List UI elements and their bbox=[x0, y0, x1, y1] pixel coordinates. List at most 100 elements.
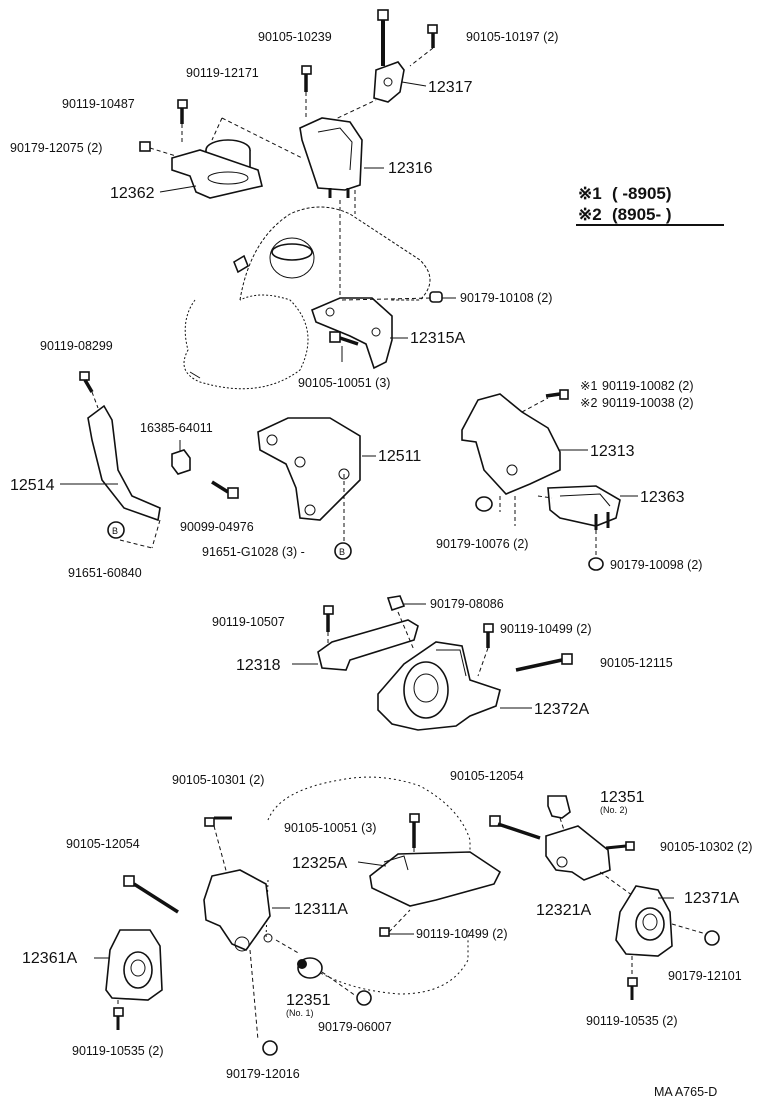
label-90105-10239: 90105-10239 bbox=[258, 30, 332, 44]
bolt-90119-10499-upper-drawing bbox=[477, 623, 494, 677]
label-90179-10098: 90179-10098 (2) bbox=[610, 558, 702, 572]
label-12316: 12316 bbox=[388, 160, 433, 177]
label-mark-2: ※2 bbox=[580, 396, 597, 410]
label-12315A: 12315A bbox=[410, 330, 465, 347]
bracket-12317-drawing bbox=[373, 61, 405, 103]
insulator-12363-drawing bbox=[537, 485, 638, 558]
bolt-90105-10239-drawing bbox=[377, 9, 389, 66]
label-90119-10499-lower: 90119-10499 (2) bbox=[416, 927, 508, 941]
label-90179-12075: 90179-12075 (2) bbox=[10, 141, 102, 155]
label-12318: 12318 bbox=[236, 657, 281, 674]
mount-12372A-drawing bbox=[377, 641, 532, 731]
bolt-90105-10197-drawing bbox=[409, 24, 438, 67]
label-12362: 12362 bbox=[110, 185, 155, 202]
nut-90179-10098-drawing bbox=[588, 557, 604, 571]
top-group bbox=[139, 9, 438, 300]
bolt-90119-10507-drawing bbox=[323, 605, 334, 648]
label-90119-10535-left: 90119-10535 (2) bbox=[72, 1044, 164, 1058]
label-90105-12054-right: 90105-12054 bbox=[450, 769, 524, 783]
label-90179-06007: 90179-06007 bbox=[318, 1020, 392, 1034]
label-12317: 12317 bbox=[428, 79, 473, 96]
nut-90179-12075-drawing bbox=[139, 141, 151, 152]
label-12361A: 12361A bbox=[22, 950, 77, 967]
part-number-labels: 90105-10239 90105-10197 (2) 90119-12171 … bbox=[10, 30, 752, 1081]
bracket-12315A-drawing bbox=[311, 291, 456, 370]
circle-b-right bbox=[334, 542, 352, 560]
label-90179-12101: 90179-12101 bbox=[668, 969, 742, 983]
legend-range-1: ( -8905) bbox=[612, 184, 672, 203]
label-90105-10302: 90105-10302 (2) bbox=[660, 840, 752, 854]
label-90119-08299: 90119-08299 bbox=[40, 339, 113, 353]
block-16385-64011-drawing bbox=[171, 449, 191, 475]
bolt-90119-12171-drawing bbox=[301, 65, 312, 118]
bracket-12511-drawing bbox=[257, 417, 376, 542]
nut-90179-06007-drawing bbox=[356, 990, 372, 1006]
label-90179-10076: 90179-10076 (2) bbox=[436, 537, 528, 551]
mount-12362-drawing bbox=[171, 117, 303, 199]
bolt-90099-04976-drawing bbox=[211, 480, 239, 499]
bracket-12316-drawing bbox=[299, 117, 363, 191]
bracket-12321A-drawing bbox=[545, 825, 637, 899]
label-90179-08086: 90179-08086 bbox=[430, 597, 504, 611]
circle-b-right-text: B bbox=[339, 547, 345, 557]
label-90099-04976: 90099-04976 bbox=[180, 520, 254, 534]
drawing-code: MA A765-D bbox=[654, 1085, 717, 1099]
label-91651-G1028: 91651-G1028 (3) - bbox=[202, 545, 305, 559]
nut-90179-08086-drawing bbox=[386, 595, 406, 612]
bolt-90119-10499-lower-drawing bbox=[379, 909, 414, 937]
nut-90179-10076-drawing bbox=[475, 496, 493, 512]
label-90105-10301: 90105-10301 (2) bbox=[172, 773, 264, 787]
label-12311A: 12311A bbox=[294, 901, 348, 918]
label-16385-64011: 16385-64011 bbox=[140, 421, 213, 435]
label-90105-12115: 90105-12115 bbox=[600, 656, 673, 670]
bolt-90105-10051-upper-drawing bbox=[329, 331, 359, 362]
label-90179-12016: 90179-12016 bbox=[226, 1067, 300, 1081]
bushing-12351-no1-drawing bbox=[297, 957, 357, 997]
transaxle-outline bbox=[183, 206, 431, 390]
label-12371A: 12371A bbox=[684, 890, 739, 907]
label-90105-10051-upper: 90105-10051 (3) bbox=[298, 376, 390, 390]
label-90119-10082: 90119-10082 (2) bbox=[602, 379, 694, 393]
circle-b-left bbox=[107, 521, 125, 539]
label-90119-10535-right: 90119-10535 (2) bbox=[586, 1014, 678, 1028]
bracket-12313-drawing bbox=[461, 393, 588, 526]
bolt-90105-12054-right-drawing bbox=[489, 815, 541, 840]
label-90119-12171: 90119-12171 bbox=[186, 66, 259, 80]
nut-90179-12016-drawing bbox=[262, 1040, 278, 1056]
bolt-90105-10301-drawing bbox=[204, 816, 232, 879]
bolt-90119-10082-drawing bbox=[545, 389, 569, 400]
label-12351-no2: 12351 bbox=[600, 789, 645, 806]
label-no1: (No. 1) bbox=[286, 1008, 314, 1018]
rod-12514-drawing bbox=[87, 404, 161, 522]
label-90119-10499-upper: 90119-10499 (2) bbox=[500, 622, 592, 636]
label-12372A: 12372A bbox=[534, 701, 589, 718]
label-90119-10507: 90119-10507 bbox=[212, 615, 285, 629]
label-90119-10038: 90119-10038 (2) bbox=[602, 396, 694, 410]
label-mark-1: ※1 bbox=[580, 379, 597, 393]
mount-12361A-drawing bbox=[94, 929, 163, 1030]
label-90105-10051-lower: 90105-10051 (3) bbox=[284, 821, 376, 835]
label-90105-12054-left: 90105-12054 bbox=[66, 837, 140, 851]
circle-b-left-text: B bbox=[112, 526, 118, 536]
legend-mark-2: ※2 bbox=[578, 205, 602, 224]
label-12325A: 12325A bbox=[292, 855, 347, 872]
label-90119-10487: 90119-10487 bbox=[62, 97, 135, 111]
legend-mark-1: ※1 bbox=[578, 184, 602, 203]
label-12321A: 12321A bbox=[536, 902, 591, 919]
stay-12318-drawing bbox=[317, 619, 419, 671]
bracket-12325A-drawing bbox=[357, 851, 502, 907]
label-12363: 12363 bbox=[640, 489, 685, 506]
bolt-90105-12115-drawing bbox=[515, 653, 573, 672]
bolt-90105-10302-drawing bbox=[605, 841, 635, 851]
label-12351-no1: 12351 bbox=[286, 992, 331, 1009]
nut-90179-12101-drawing bbox=[704, 930, 720, 946]
label-90179-10108: 90179-10108 (2) bbox=[460, 291, 552, 305]
bolt-90119-10487-drawing bbox=[177, 99, 188, 142]
label-91651-60840: 91651-60840 bbox=[68, 566, 142, 580]
legend-range-2: (8905- ) bbox=[612, 205, 672, 224]
nut-90179-10108-drawing bbox=[429, 291, 443, 303]
label-90105-10197: 90105-10197 (2) bbox=[466, 30, 558, 44]
bolt-90105-12054-left-drawing bbox=[123, 875, 179, 914]
label-12511: 12511 bbox=[378, 448, 421, 465]
bolt-90119-08299-drawing bbox=[79, 371, 99, 409]
